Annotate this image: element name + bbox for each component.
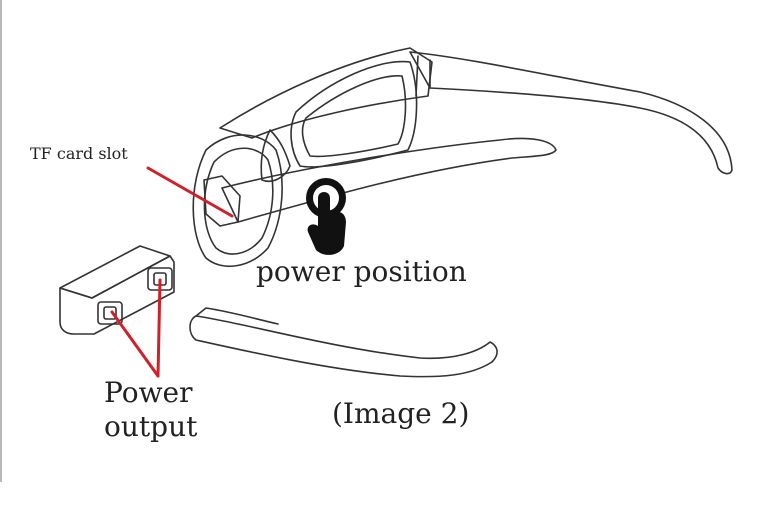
near-hinge	[204, 176, 240, 226]
power-output-line1: Power	[104, 376, 197, 410]
tf-slot-callout-line	[148, 168, 232, 216]
power-position-label: power position	[256, 258, 467, 286]
tap-hand-icon	[306, 178, 346, 255]
near-lens-inner	[204, 148, 272, 254]
detached-temple-tip	[196, 308, 278, 324]
detached-temple-arm	[190, 316, 497, 377]
power-output-line2: output	[104, 410, 197, 444]
power-output-callout-right	[158, 280, 160, 376]
tf-card-slot-label: TF card slot	[30, 146, 128, 162]
power-output-callout-left	[112, 312, 158, 376]
far-temple-arm	[410, 52, 732, 174]
power-output-label: Power output	[104, 376, 197, 443]
image-caption: (Image 2)	[332, 400, 469, 428]
